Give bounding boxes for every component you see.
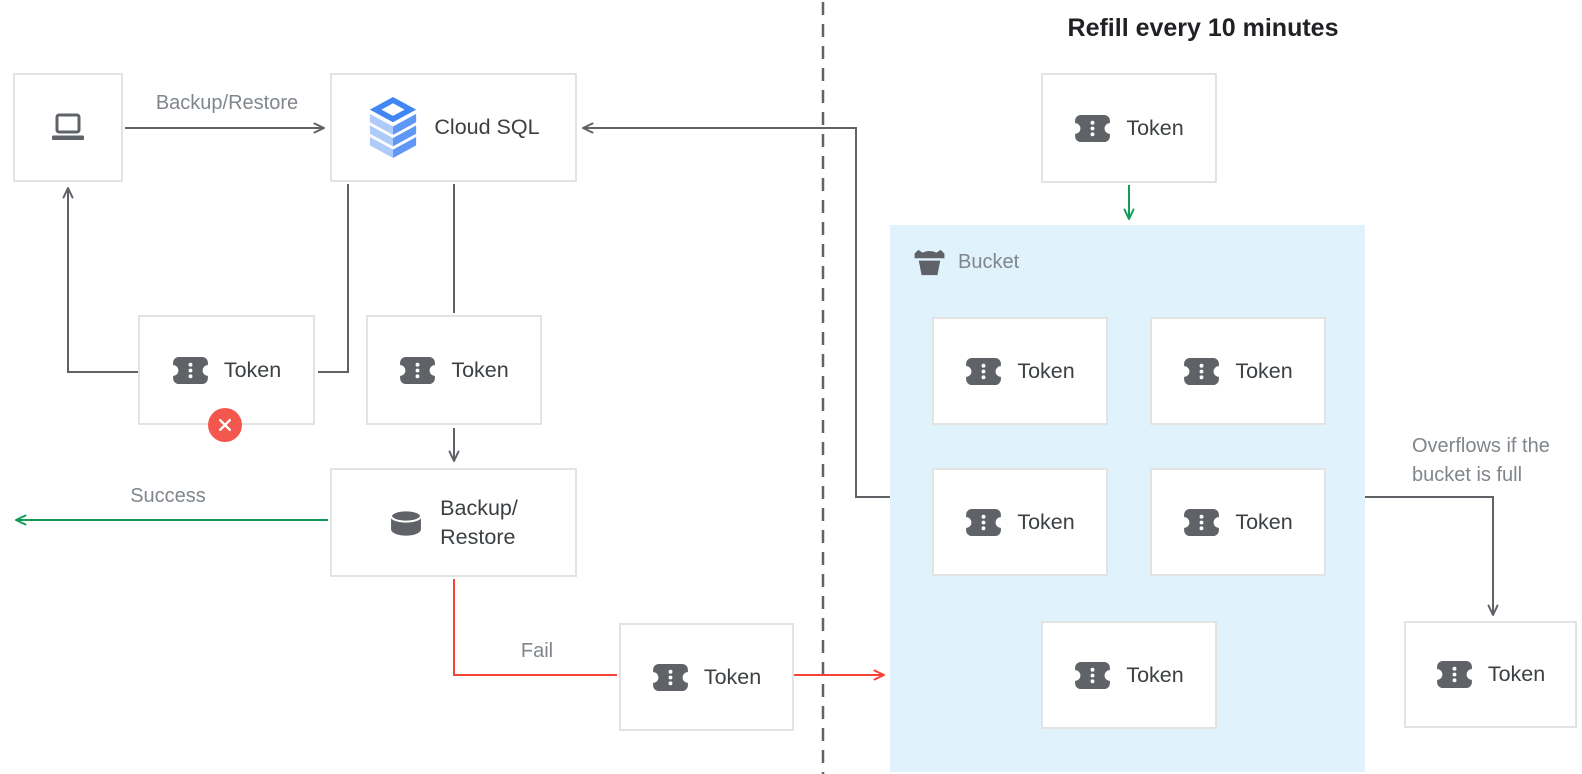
- token-node-overflow: Token: [1404, 621, 1577, 728]
- token-icon: [1436, 660, 1472, 689]
- token-icon: [1075, 661, 1111, 689]
- refill-title: Refill every 10 minutes: [1067, 14, 1339, 42]
- token-label: Token: [1487, 662, 1546, 686]
- edge-token-a-to-client: [62, 187, 138, 373]
- token-icon: [172, 356, 208, 384]
- cloud-sql-icon: [370, 97, 417, 158]
- token-icon: [966, 357, 1002, 385]
- laptop-icon: [52, 113, 84, 140]
- token-node-consumed: Token: [366, 315, 542, 425]
- bucket-label: Bucket: [958, 250, 1020, 273]
- token-node-bucket-2: Token: [1150, 317, 1326, 425]
- success-edge-label: Success: [130, 485, 206, 507]
- token-node-bucket-4: Token: [1150, 468, 1326, 576]
- client-node: [13, 73, 123, 182]
- token-node-fail: Token: [619, 623, 794, 731]
- edge-cloudsql-to-token-a: [318, 184, 349, 373]
- database-icon: [390, 508, 423, 536]
- edge-bucket-overflow: [1365, 496, 1499, 616]
- token-icon: [1184, 357, 1220, 385]
- fail-edge-label: Fail: [520, 640, 554, 662]
- overflow-edge-label: Overflows if the bucket is full: [1412, 435, 1550, 486]
- token-label: Token: [1126, 662, 1184, 687]
- token-node-bucket-5: Token: [1041, 621, 1217, 729]
- token-label: Token: [1126, 115, 1184, 140]
- token-icon: [652, 663, 688, 691]
- token-label: Token: [223, 357, 282, 382]
- token-icon: [966, 508, 1002, 536]
- backup-restore-node: Backup/ Restore: [330, 468, 577, 577]
- token-icon: [400, 356, 436, 384]
- token-icon: [1184, 508, 1220, 536]
- token-icon: [1075, 114, 1111, 142]
- bucket-header: Bucket: [912, 248, 1019, 276]
- edge-bucket-to-cloudsql: [582, 122, 890, 498]
- token-label: Token: [1235, 509, 1293, 534]
- token-label: Token: [703, 664, 762, 689]
- token-label: Token: [1017, 509, 1075, 534]
- backup-restore-edge-label: Backup/Restore: [155, 92, 299, 114]
- bucket-icon: [914, 249, 945, 276]
- token-node-bucket-1: Token: [932, 317, 1108, 425]
- cloud-sql-node: Cloud SQL: [330, 73, 577, 182]
- token-node-bucket-3: Token: [932, 468, 1108, 576]
- token-label: Token: [1017, 358, 1075, 383]
- token-node-refill: Token: [1041, 73, 1217, 183]
- cloud-sql-label: Cloud SQL: [434, 115, 540, 139]
- error-x-icon: [208, 408, 242, 442]
- token-label: Token: [451, 357, 509, 382]
- edge-backup-fail-to-token: [453, 579, 617, 676]
- token-label: Token: [1235, 358, 1293, 383]
- backup-restore-label: Backup/ Restore: [440, 495, 518, 549]
- token-node-expired: Token: [138, 315, 315, 425]
